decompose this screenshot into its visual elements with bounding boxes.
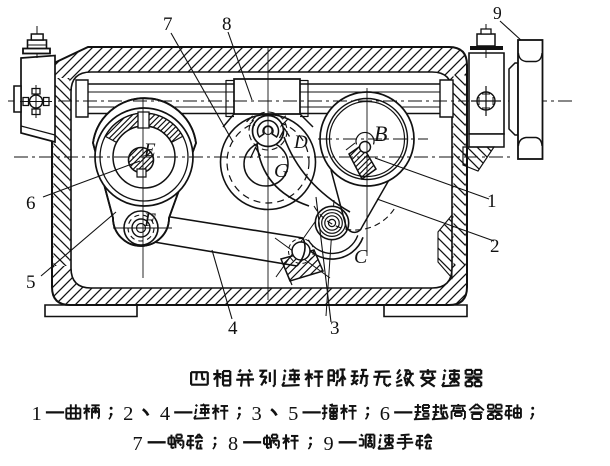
svg-text:7: 7: [132, 433, 142, 455]
svg-text:4: 4: [160, 403, 170, 425]
svg-text:5: 5: [26, 272, 36, 293]
svg-text:3: 3: [251, 403, 261, 425]
svg-text:6: 6: [380, 403, 390, 425]
svg-text:9: 9: [493, 3, 502, 23]
svg-text:9: 9: [323, 433, 333, 455]
svg-text:5: 5: [288, 403, 298, 425]
svg-text:3: 3: [330, 318, 340, 339]
svg-text:1: 1: [32, 403, 42, 425]
svg-text:C: C: [354, 246, 368, 268]
svg-text:F: F: [143, 210, 156, 231]
svg-text:8: 8: [222, 14, 232, 35]
svg-text:8: 8: [228, 433, 238, 455]
svg-text:E: E: [143, 140, 156, 161]
svg-text:B: B: [374, 121, 387, 146]
svg-text:2: 2: [490, 236, 500, 257]
svg-text:D: D: [293, 132, 308, 153]
svg-text:2: 2: [123, 403, 133, 425]
svg-text:4: 4: [228, 318, 238, 339]
svg-text:6: 6: [26, 193, 36, 214]
svg-text:G: G: [274, 160, 289, 182]
svg-text:7: 7: [163, 14, 173, 35]
svg-text:1: 1: [487, 191, 497, 212]
